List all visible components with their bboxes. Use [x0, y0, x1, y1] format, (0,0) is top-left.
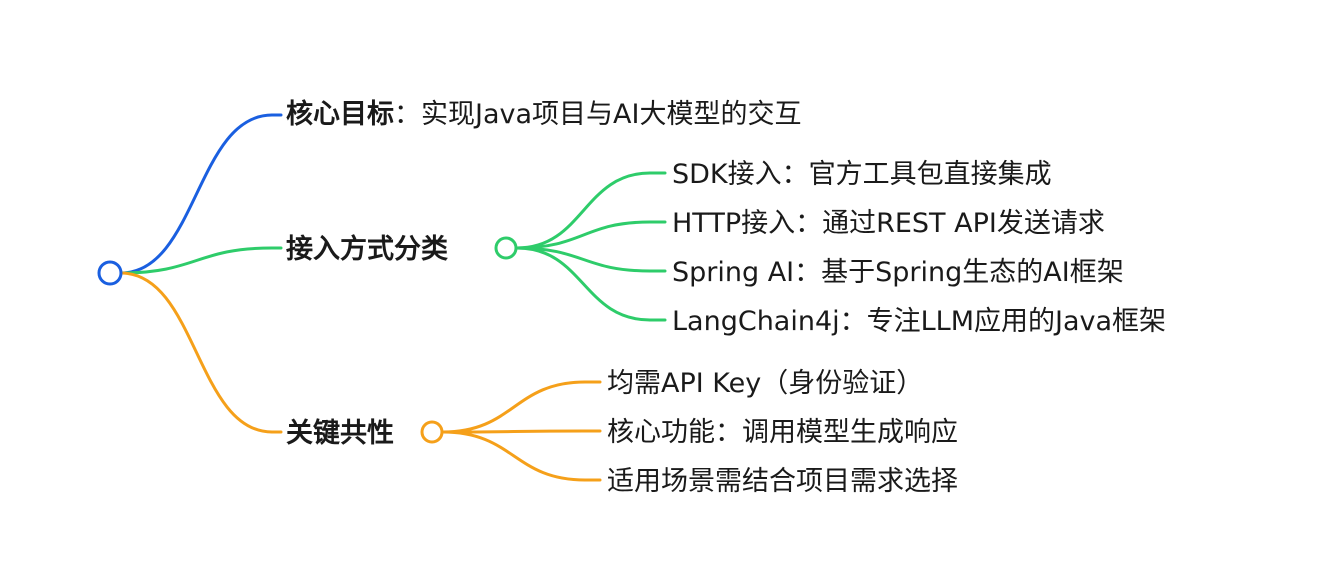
- edge-access-to-leaf-1: [515, 220, 652, 250]
- edge-common-to-leaf-0: [441, 380, 587, 434]
- access-leaf-http: HTTP接入：通过REST API发送请求: [672, 208, 1105, 239]
- branch-goal-label: 核心目标：实现Java项目与AI大模型的交互: [286, 97, 801, 133]
- common-leaf-core-function: 核心功能：调用模型生成响应: [607, 417, 958, 448]
- branch-access-title: 接入方式分类: [286, 234, 448, 265]
- common-leaf-api-key: 均需API Key（身份验证）: [607, 368, 924, 399]
- edge-access-to-leaf-3: [515, 246, 652, 322]
- edge-root-to-access: [119, 246, 274, 275]
- edge-root-to-common: [119, 271, 274, 434]
- access-leaf-sdk: SDK接入：官方工具包直接集成: [672, 159, 1052, 190]
- branch-goal-title: 核心目标: [286, 99, 394, 130]
- branch-common-title: 关键共性: [286, 418, 394, 449]
- edge-common-to-leaf-1: [441, 429, 587, 434]
- edge-root-to-goal: [119, 113, 274, 275]
- edge-common-to-leaf-2: [441, 430, 587, 482]
- nodes-layer: [97, 236, 518, 444]
- access-leaf-spring-ai: Spring AI：基于Spring生态的AI框架: [672, 257, 1124, 288]
- access-hub-circle: [494, 236, 518, 260]
- access-leaf-langchain4j: LangChain4j：专注LLM应用的Java框架: [672, 306, 1167, 337]
- common-leaf-scenario: 适用场景需结合项目需求选择: [607, 466, 958, 497]
- branch-goal-detail: 实现Java项目与AI大模型的交互: [421, 99, 802, 130]
- edge-access-to-leaf-0: [515, 171, 652, 250]
- branch-goal-separator: ：: [394, 99, 421, 130]
- edge-access-to-leaf-2: [515, 246, 652, 273]
- root-node-circle: [97, 260, 123, 286]
- common-hub-circle: [420, 420, 444, 444]
- edges-layer: [119, 113, 667, 482]
